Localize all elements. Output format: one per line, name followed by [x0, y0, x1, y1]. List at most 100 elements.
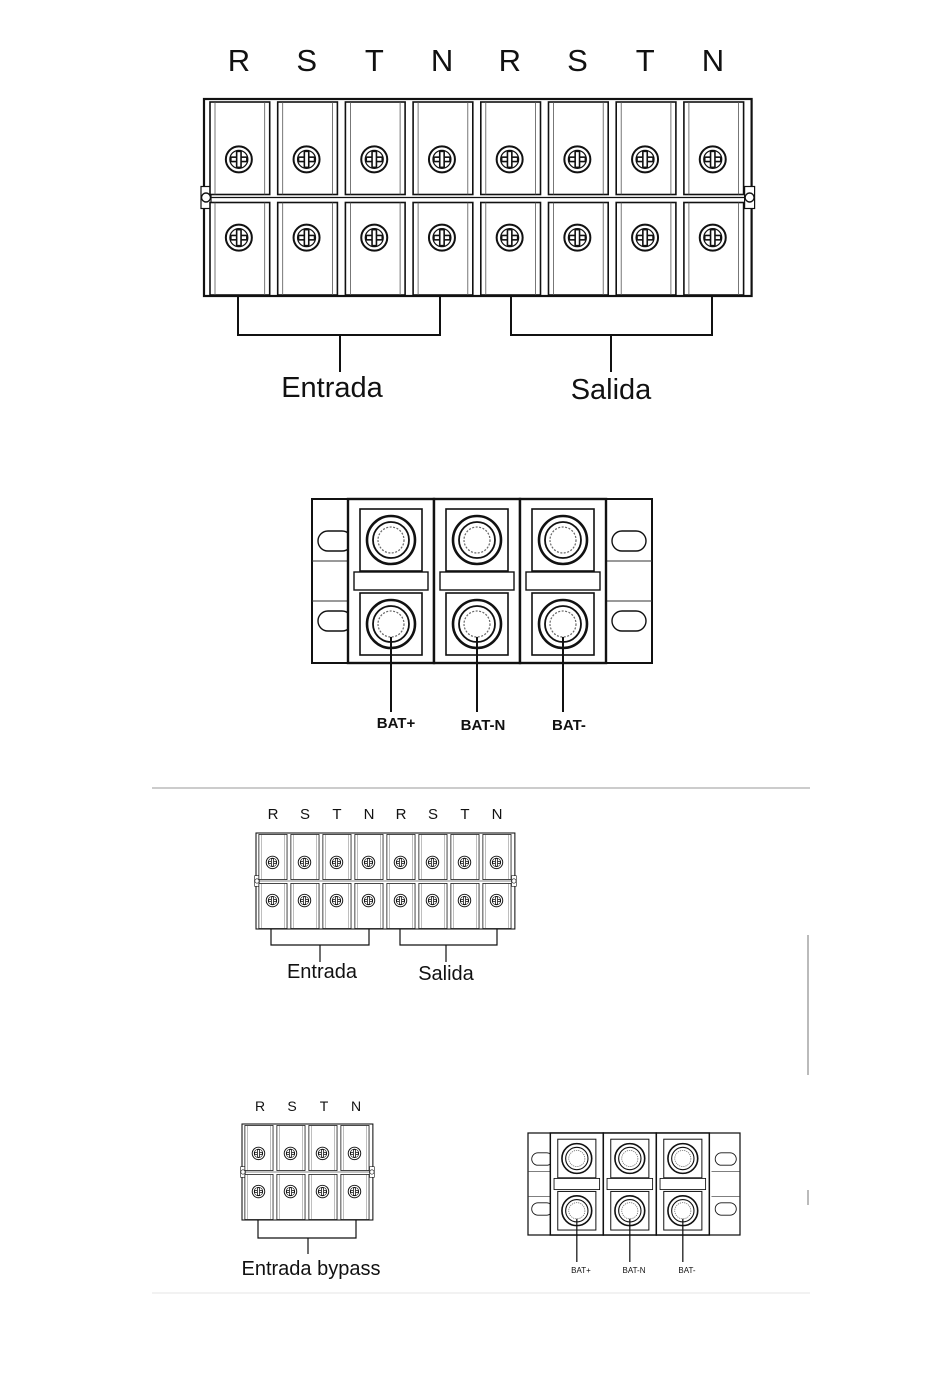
screw-slot	[271, 897, 273, 905]
large-input-label: Entrada	[281, 372, 383, 404]
screw-slot	[237, 230, 241, 246]
group-bracket	[400, 929, 497, 962]
cell-divider	[554, 1178, 600, 1189]
terminal-letter: R	[499, 43, 521, 78]
terminal-letter: T	[636, 43, 655, 78]
mount-hole	[202, 193, 211, 202]
bolt-thread	[378, 611, 404, 637]
screw-slot	[353, 1188, 355, 1196]
large-output-label: Salida	[571, 374, 652, 406]
terminal-letter: T	[460, 806, 469, 823]
terminal-letter: T	[332, 806, 341, 823]
screw-slot	[304, 151, 308, 167]
cell-divider	[526, 572, 600, 590]
cell-divider	[440, 572, 514, 590]
screw-slot	[271, 859, 273, 867]
bolt-thread	[550, 527, 576, 553]
screw-slot	[353, 1150, 355, 1158]
large-bat-plus-label: BAT+	[377, 715, 416, 732]
large-bat-minus-label: BAT-	[552, 717, 586, 734]
screw-slot	[431, 897, 433, 905]
bolt-thread	[622, 1203, 638, 1219]
mount-slot	[715, 1203, 736, 1215]
bypass-terminal-block	[241, 1124, 375, 1254]
screw-slot	[463, 897, 465, 905]
screw-slot	[372, 230, 376, 246]
terminal-letter: S	[300, 806, 310, 823]
screw-slot	[321, 1188, 323, 1196]
screw-slot	[399, 897, 401, 905]
mount-hole	[241, 1170, 245, 1174]
screw-slot	[440, 230, 444, 246]
screw-slot	[575, 151, 579, 167]
screw-slot	[289, 1188, 291, 1196]
small-bat-n-label: BAT-N	[623, 1266, 646, 1275]
screw-slot	[321, 1150, 323, 1158]
bolt-thread	[550, 611, 576, 637]
bolt-thread	[675, 1150, 691, 1166]
small-output-label: Salida	[418, 963, 474, 985]
screw-slot	[399, 859, 401, 867]
screw-slot	[507, 230, 511, 246]
screw-slot	[303, 859, 305, 867]
terminal-letter: T	[320, 1098, 329, 1114]
screw-slot	[495, 897, 497, 905]
mount-slot	[715, 1153, 736, 1165]
screw-slot	[257, 1188, 259, 1196]
mount-slot	[612, 531, 646, 551]
terminal-letter: N	[351, 1098, 361, 1114]
bypass-input-label: Entrada bypass	[242, 1258, 381, 1280]
cell-divider	[660, 1178, 706, 1189]
terminal-letter: N	[431, 43, 453, 78]
mount-hole	[745, 193, 754, 202]
group-bracket	[511, 296, 712, 372]
terminal-letter: N	[492, 806, 503, 823]
terminal-letter: S	[428, 806, 438, 823]
screw-slot	[507, 151, 511, 167]
terminal-letter: S	[567, 43, 588, 78]
screw-slot	[431, 859, 433, 867]
mount-hole	[512, 879, 516, 883]
large-terminal-block	[201, 99, 755, 372]
group-bracket	[258, 1220, 356, 1254]
bolt-thread	[464, 527, 490, 553]
screw-slot	[257, 1150, 259, 1158]
bolt-thread	[569, 1203, 585, 1219]
screw-slot	[367, 859, 369, 867]
terminal-letter: S	[296, 43, 317, 78]
small-terminal-block	[255, 833, 517, 962]
terminal-letter: R	[228, 43, 250, 78]
bypass-terminal-letters: RSTN	[255, 1098, 361, 1114]
screw-slot	[463, 859, 465, 867]
terminal-letter: T	[365, 43, 384, 78]
terminal-letter: R	[396, 806, 407, 823]
terminal-letter: R	[268, 806, 279, 823]
screw-slot	[335, 859, 337, 867]
mount-hole	[255, 879, 259, 883]
screw-slot	[495, 859, 497, 867]
screw-slot	[575, 230, 579, 246]
group-bracket	[238, 296, 440, 372]
mount-hole	[370, 1170, 374, 1174]
cell-divider	[354, 572, 428, 590]
screw-slot	[440, 151, 444, 167]
mount-slot	[612, 611, 646, 631]
large-bat-n-label: BAT-N	[461, 717, 506, 734]
screw-slot	[372, 151, 376, 167]
screw-slot	[237, 151, 241, 167]
bolt-thread	[378, 527, 404, 553]
cell-divider	[607, 1178, 653, 1189]
bolt-thread	[569, 1150, 585, 1166]
large-battery-block	[312, 499, 652, 712]
screw-slot	[303, 897, 305, 905]
screw-slot	[335, 897, 337, 905]
bolt-thread	[622, 1150, 638, 1166]
terminal-letter: N	[702, 43, 724, 78]
small-bat-plus-label: BAT+	[571, 1266, 591, 1275]
screw-slot	[289, 1150, 291, 1158]
screw-slot	[711, 230, 715, 246]
screw-slot	[643, 230, 647, 246]
